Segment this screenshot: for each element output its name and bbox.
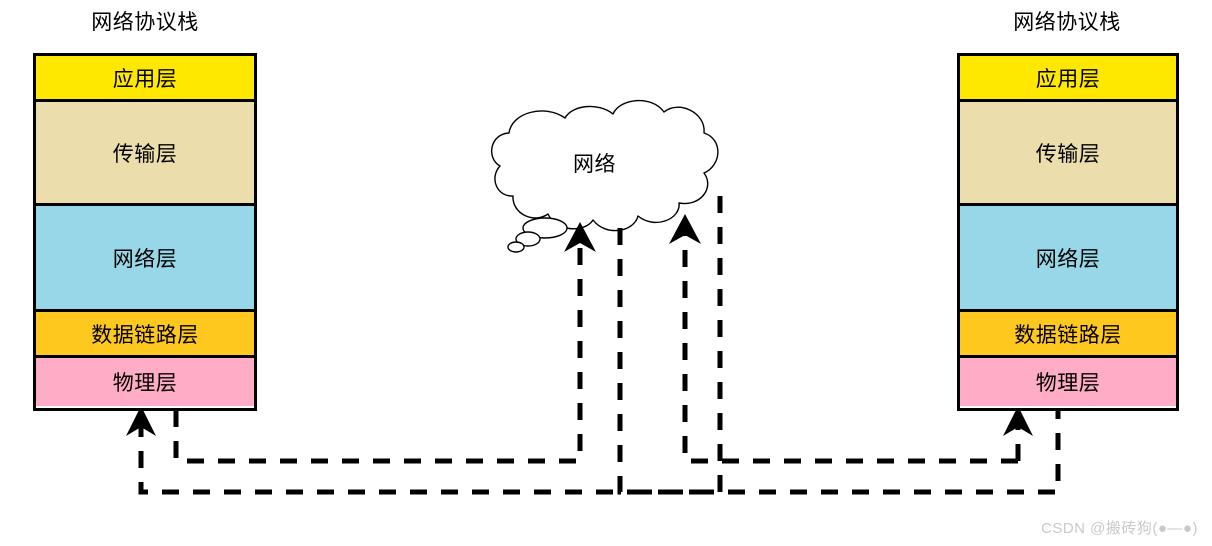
layer-label: 传输层 [1035, 142, 1101, 166]
dashed-connector-left-out [173, 240, 583, 464]
layer-label: 物理层 [112, 372, 178, 395]
layer-right-2: 网络层 [960, 206, 1176, 312]
layer-left-0: 应用层 [36, 56, 254, 102]
layer-right-0: 应用层 [960, 56, 1176, 102]
cloud-icon [490, 99, 719, 253]
layer-label: 网络层 [112, 247, 178, 271]
layer-left-4: 物理层 [36, 358, 254, 406]
layer-label: 物理层 [1035, 372, 1101, 395]
protocol-stack-right: 应用层传输层网络层数据链路层物理层 [957, 53, 1179, 411]
layer-label: 数据链路层 [1014, 323, 1122, 347]
layer-label: 应用层 [112, 67, 178, 91]
layer-left-2: 网络层 [36, 206, 254, 312]
layer-label: 网络层 [1035, 247, 1101, 271]
stack-title-left: 网络协议栈 [91, 11, 199, 34]
arrow-up-icon-cloud-right [669, 214, 701, 244]
layer-label: 数据链路层 [91, 323, 199, 347]
dashed-connector-right-to-left [138, 196, 723, 495]
layer-left-1: 传输层 [36, 102, 254, 206]
layer-left-3: 数据链路层 [36, 312, 254, 358]
layer-label: 传输层 [112, 142, 178, 166]
arrow-up-icon-left-stack [126, 406, 156, 436]
layer-label: 应用层 [1035, 67, 1101, 91]
arrow-up-icon-cloud-left [564, 222, 596, 252]
layer-right-4: 物理层 [960, 358, 1176, 406]
arrow-up-icon-right-stack [1003, 406, 1033, 436]
layer-right-1: 传输层 [960, 102, 1176, 206]
dashed-connector-left-to-right [617, 228, 1061, 495]
layer-right-3: 数据链路层 [960, 312, 1176, 358]
protocol-stack-left: 应用层传输层网络层数据链路层物理层 [33, 53, 257, 411]
stack-title-right: 网络协议栈 [1013, 11, 1121, 34]
cloud-label: 网络 [573, 153, 616, 176]
watermark: CSDN @搬砖狗(●—●) [1040, 520, 1198, 537]
